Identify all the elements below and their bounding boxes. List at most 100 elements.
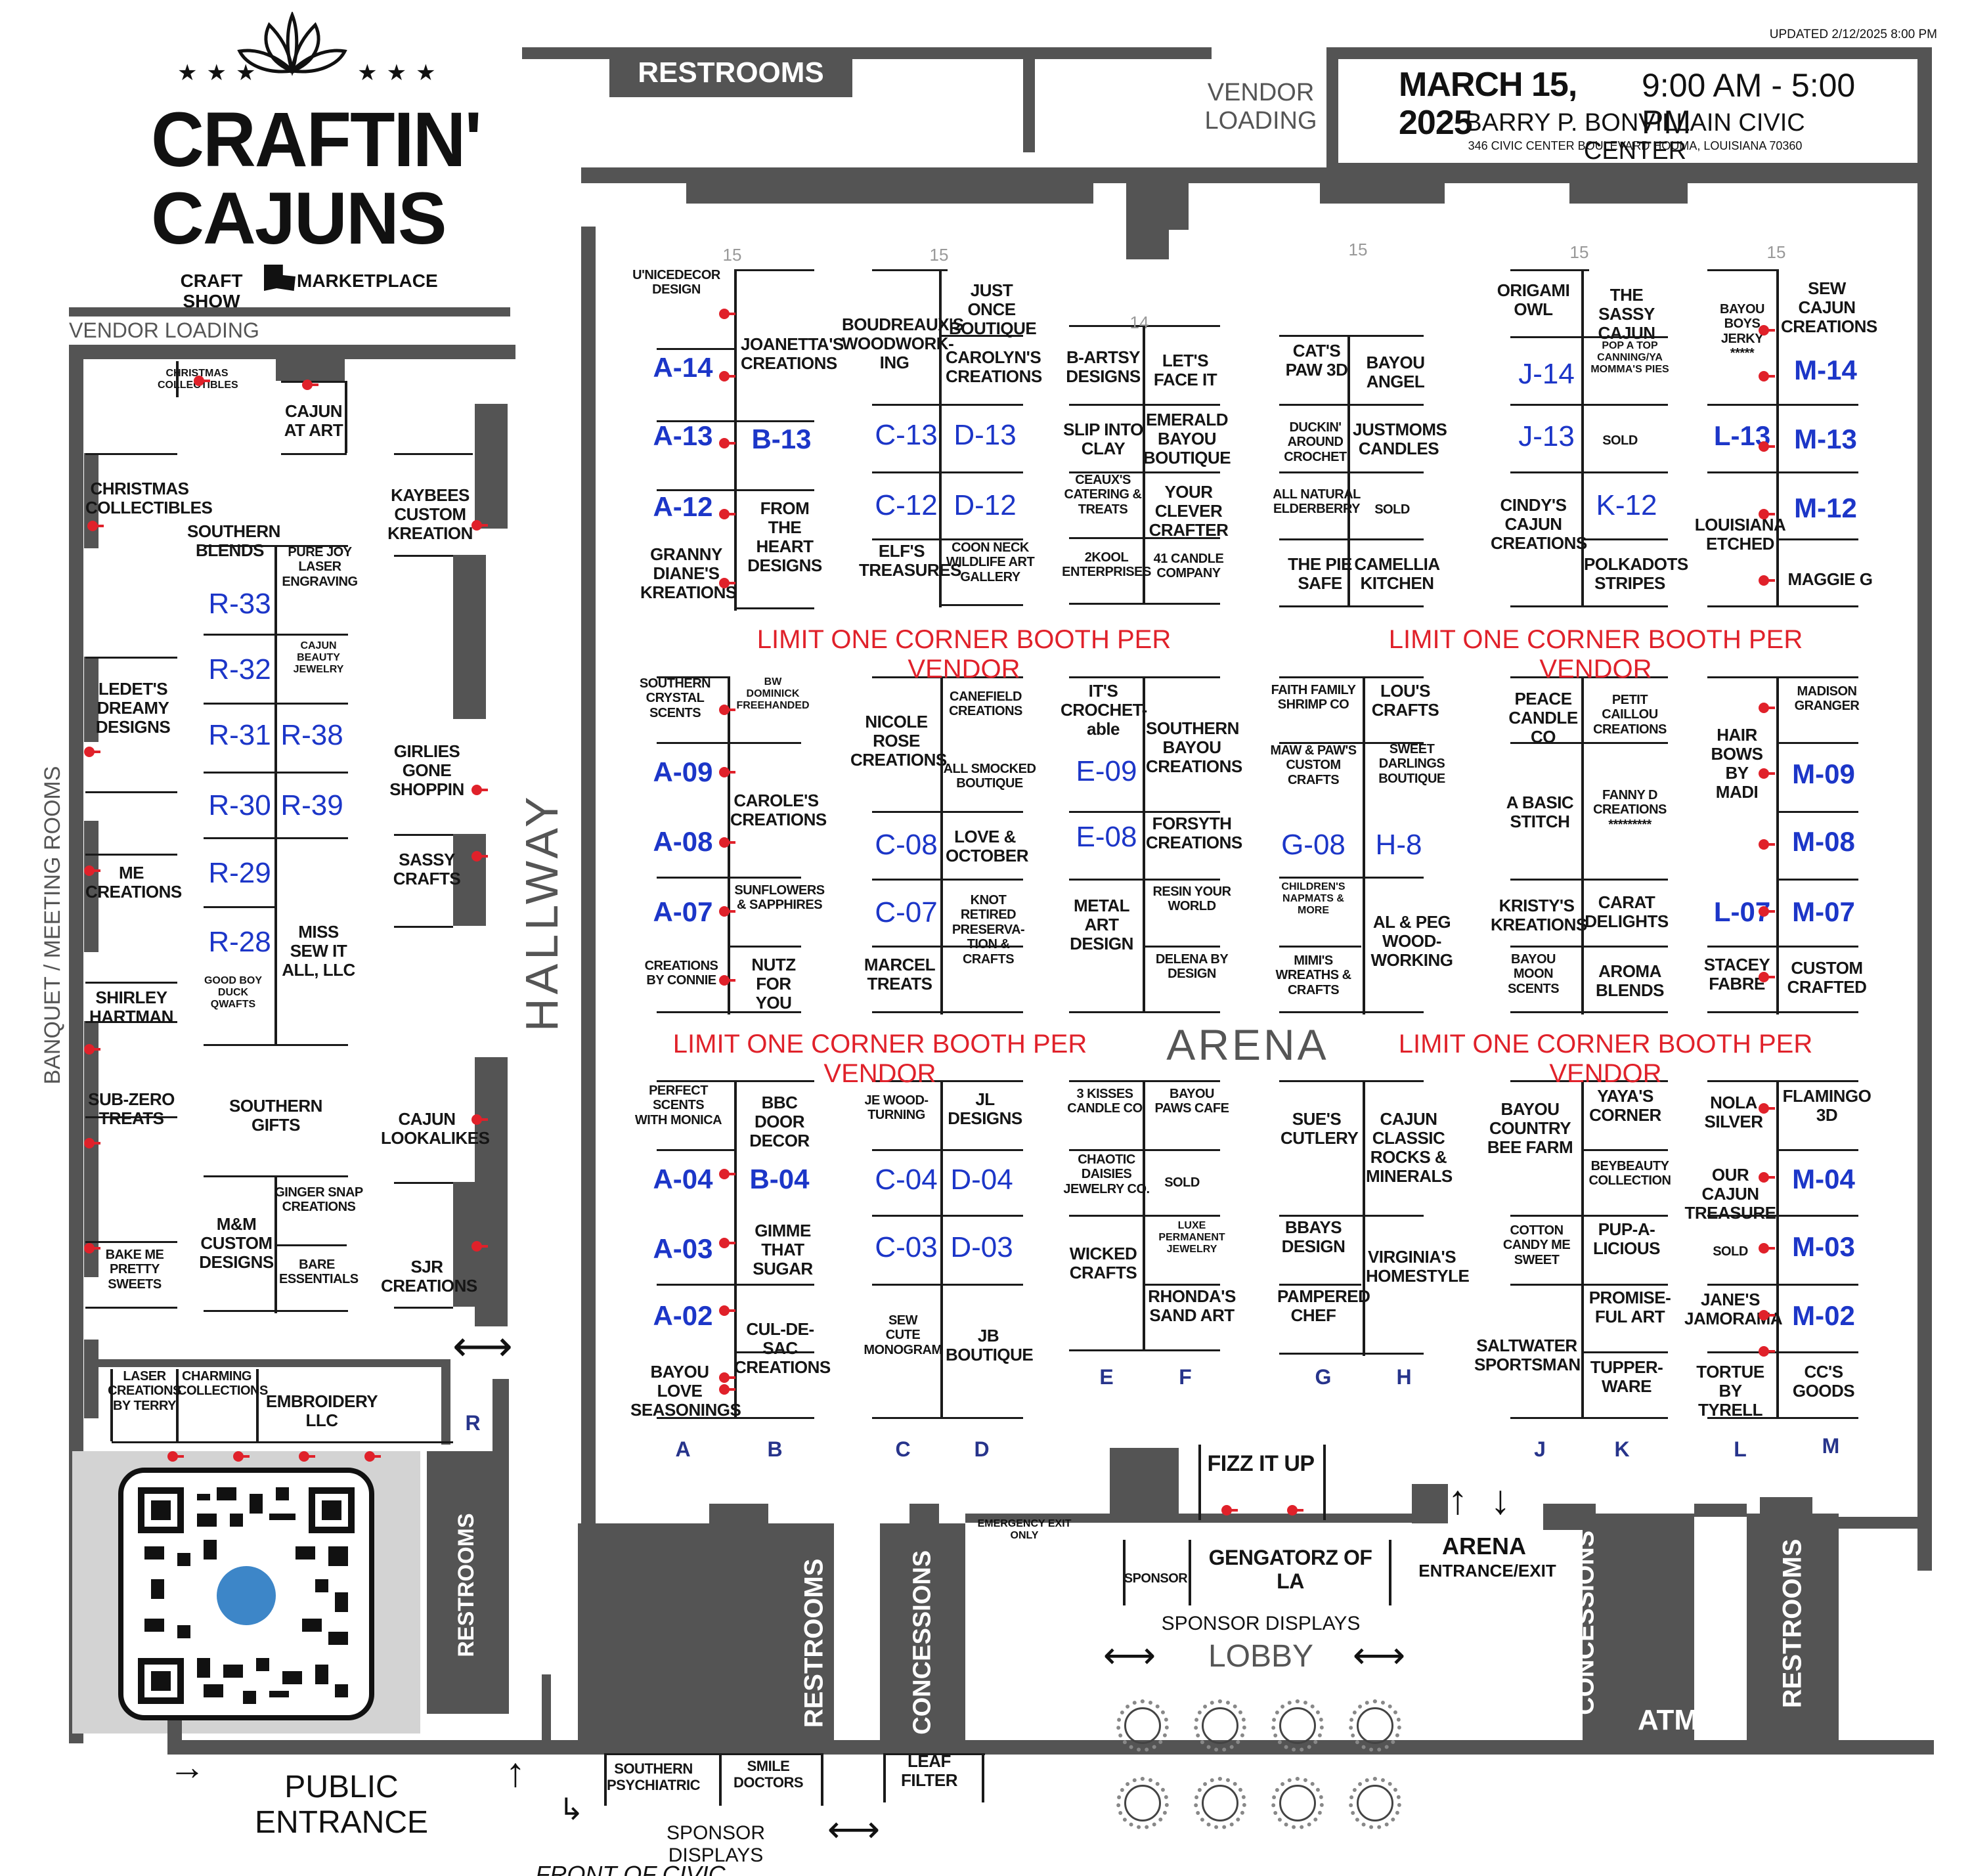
booth-line: [821, 1753, 823, 1806]
booth-number: M-12: [1794, 492, 1857, 523]
outlet-icon: [719, 906, 735, 917]
booth-number: A-07: [653, 896, 713, 927]
restrooms-right-label: RESTROOMS: [1778, 1538, 1807, 1709]
booth-line: [394, 1182, 453, 1184]
booth-line: [1069, 1011, 1220, 1013]
booth-number: R-31: [208, 719, 271, 751]
booth-line: [940, 1080, 943, 1418]
outlet-icon: [471, 1241, 488, 1252]
vendor-name: WICKED CRAFTS: [1069, 1244, 1137, 1283]
booth-line: [1279, 676, 1424, 678]
vendor-name: BW DOMINICK FREEHANDED: [736, 676, 810, 711]
booth-line: [734, 269, 737, 611]
louisiana-icon: [264, 265, 296, 291]
booth-line: [112, 1441, 453, 1443]
booth-line: [1389, 1540, 1391, 1605]
wall: [1326, 47, 1931, 59]
logo-brand-line2: CAJUNS: [151, 177, 447, 259]
outlet-icon: [1759, 1172, 1775, 1183]
event-date: MARCH 15, 2025: [1399, 66, 1577, 142]
vendor-name: FLAMINGO 3D: [1782, 1086, 1871, 1125]
vendor-name: LOU'S CRAFTS: [1371, 681, 1439, 720]
booth-line: [1510, 605, 1668, 607]
updated-timestamp: UPDATED 2/12/2025 8:00 PM: [1769, 28, 1937, 41]
vendor-name: PURE JOY LASER ENGRAVING: [282, 545, 358, 589]
wall: [1917, 47, 1932, 1571]
gengatorz-label: GENGATORZ OF LA: [1208, 1546, 1372, 1593]
outlet-icon: [84, 1243, 100, 1254]
vendor-name: HAIR BOWS BY MADI: [1711, 725, 1763, 802]
wall: [709, 1504, 768, 1530]
wall: [1412, 1484, 1448, 1523]
booth-line: [1069, 603, 1220, 605]
booth-line: [1510, 742, 1668, 744]
booth-line: [729, 946, 801, 948]
vendor-name: CAJUN LOOKALIKES: [381, 1109, 490, 1148]
booth-line: [1323, 1445, 1326, 1520]
vendor-name: JANE'S JAMORAMA: [1684, 1290, 1783, 1329]
booth-line: [1510, 1417, 1668, 1419]
booth-line: [1069, 879, 1220, 881]
outlet-icon: [719, 309, 735, 319]
event-time: 9:00 AM - 5:00 PM: [1642, 67, 1856, 141]
booth-line: [204, 772, 348, 774]
front-label: FRONT OF CIVIC CENTER: [535, 1861, 726, 1876]
vendor-name: SOLD: [1164, 1175, 1200, 1190]
vendor-name: TORTUE BY TYRELL: [1696, 1362, 1764, 1420]
booth-number: G-08: [1281, 829, 1346, 861]
vendor-name: AL & PEG WOOD- WORKING: [1370, 912, 1453, 971]
booth-line: [728, 676, 730, 1014]
event-address: 346 CIVIC CENTER BOULEVARD HOUMA, LOUISI…: [1468, 139, 1803, 152]
booth-line: [604, 1753, 607, 1806]
vendor-name: SUNFLOWERS & SAPPHIRES: [734, 883, 825, 913]
booth-line: [1707, 946, 1858, 948]
outlet-icon: [299, 1451, 315, 1462]
limit-notice: LIMIT ONE CORNER BOOTH PER VENDOR: [672, 1030, 1087, 1088]
vendor-name: CAJUN AT ART: [284, 401, 343, 441]
double-arrow-icon: ⟷: [1352, 1634, 1406, 1676]
vendor-name: METAL ART DESIGN: [1070, 896, 1133, 954]
wall: [475, 404, 508, 529]
leaf-filter-label: LEAF FILTER: [900, 1751, 958, 1791]
wall: [1569, 167, 1688, 204]
outlet-icon: [87, 521, 104, 531]
outlet-icon: [471, 1114, 488, 1125]
booth-line: [204, 906, 276, 908]
booth-line: [256, 1369, 259, 1441]
vendor-name: SEW CAJUN CREATIONS: [1781, 278, 1877, 337]
vendor-name: THE SASSY CAJUN: [1598, 285, 1655, 343]
table-icon: [1194, 1699, 1246, 1752]
booth-line: [204, 837, 348, 839]
vendor-name: IT'S CROCHET- able: [1061, 681, 1147, 739]
booth-line: [1069, 1215, 1220, 1217]
vendor-name: ELF'S TREASURES: [859, 541, 961, 580]
outlet-icon: [84, 747, 100, 757]
vendor-name: SALTWATER SPORTSMAN: [1474, 1336, 1581, 1375]
column-label: C: [895, 1437, 911, 1461]
booth-line: [1707, 605, 1858, 607]
wall: [542, 1674, 551, 1747]
outlet-icon: [1759, 371, 1775, 382]
vendor-name: LOVE & OCTOBER: [946, 827, 1029, 866]
row-count: 14: [1129, 313, 1149, 332]
vendor-name: PERFECT SCENTS WITH MONICA: [634, 1083, 722, 1127]
vendor-name: JL DESIGNS: [948, 1089, 1022, 1129]
vendor-name: GRANNY DIANE'S KREATIONS: [640, 544, 737, 603]
vendor-name: BBC DOOR DECOR: [749, 1093, 810, 1151]
outlet-icon: [1759, 972, 1775, 982]
outlet-icon: [719, 578, 735, 588]
outlet-icon: [719, 1305, 735, 1316]
vendor-name: PEACE CANDLE CO: [1508, 689, 1578, 747]
booth-line: [657, 1417, 814, 1419]
wall: [1816, 1602, 1832, 1747]
booth-line: [604, 1753, 821, 1755]
outlet-icon: [471, 520, 488, 531]
outlet-icon: [1221, 1505, 1238, 1516]
vendor-name: SOLD: [1713, 1244, 1748, 1259]
vendor-name: POLKADOTS STRIPES: [1584, 554, 1688, 594]
booth-line: [1707, 1011, 1858, 1013]
booth-line: [85, 657, 177, 659]
lobby-label: LOBBY: [1208, 1639, 1314, 1674]
wall: [909, 1504, 939, 1530]
booth-line: [85, 854, 177, 856]
